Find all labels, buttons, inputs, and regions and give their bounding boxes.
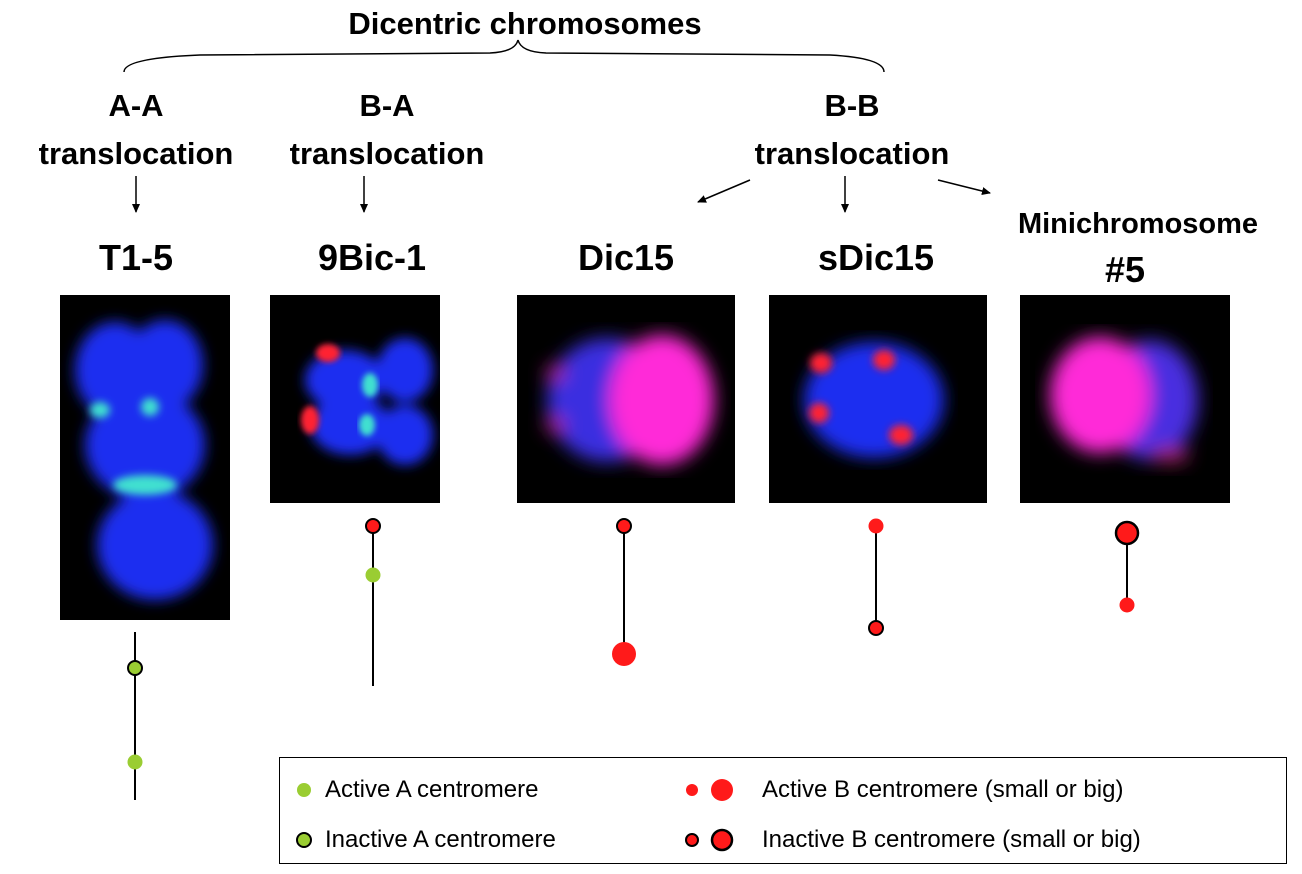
- schematic-dic15: [612, 518, 636, 666]
- legend-active-b-icons: [686, 779, 733, 801]
- inactive-b-centromere-small: [616, 518, 632, 534]
- legend-inactive-a-icon: [296, 832, 312, 848]
- legend-inactive-a-label: Inactive A centromere: [325, 826, 556, 853]
- inactive-a-centromere: [127, 660, 143, 676]
- micrograph-9bic-1: [270, 295, 440, 503]
- legend-active-a-label: Active A centromere: [325, 776, 539, 803]
- inactive-b-centromere-small: [365, 518, 381, 534]
- active-b-centromere-small: [1119, 597, 1135, 613]
- active-b-centromere-small: [868, 518, 884, 534]
- chromosome-name-sdic15: sDic15: [817, 237, 935, 278]
- schematic-sdic15: [868, 518, 884, 636]
- schematic-t1-5: [127, 632, 143, 800]
- chromosome-name-dic15: Dic15: [577, 237, 675, 278]
- legend-active-a-icon: [297, 783, 311, 797]
- ba-type-line2: translocation: [289, 136, 485, 171]
- legend-active-b-label: Active B centromere (small or big): [762, 776, 1124, 803]
- inactive-b-centromere-small: [868, 620, 884, 636]
- diagram-title: Dicentric chromosomes: [348, 6, 702, 41]
- micrograph-dic15: [517, 295, 735, 503]
- legend-inactive-b-icons: [685, 828, 734, 852]
- chromosome-name-9bic-1: 9Bic-1: [317, 237, 427, 278]
- aa-type-line2: translocation: [38, 136, 234, 171]
- chromosome-name-minichromosome-number: #5: [1104, 249, 1146, 290]
- legend-box: Active A centromere Inactive A centromer…: [279, 757, 1287, 864]
- ba-type-line1: B-A: [359, 88, 415, 123]
- arrow-bb-to-minichromosome: [937, 179, 991, 195]
- active-a-centromere: [365, 567, 381, 583]
- micrograph-minichromosome-5: [1020, 295, 1230, 503]
- chromosome-name-t1-5: T1-5: [98, 237, 174, 278]
- title-brace: [123, 39, 885, 73]
- aa-type-line1: A-A: [108, 88, 164, 123]
- active-b-centromere-big: [612, 642, 636, 666]
- inactive-b-centromere-big: [1114, 520, 1140, 546]
- micrograph-t1-5: [60, 295, 230, 620]
- legend-inactive-b-label: Inactive B centromere (small or big): [762, 826, 1141, 853]
- micrograph-sdic15: [769, 295, 987, 503]
- active-a-centromere: [127, 754, 143, 770]
- schematic-minichromosome-5: [1114, 520, 1140, 613]
- schematic-9bic-1: [365, 518, 381, 686]
- arrow-bb-to-dic15: [697, 179, 751, 203]
- bb-type-line1: B-B: [824, 88, 880, 123]
- bb-type-line2: translocation: [754, 136, 950, 171]
- chromosome-name-minichromosome: Minichromosome: [1017, 208, 1259, 240]
